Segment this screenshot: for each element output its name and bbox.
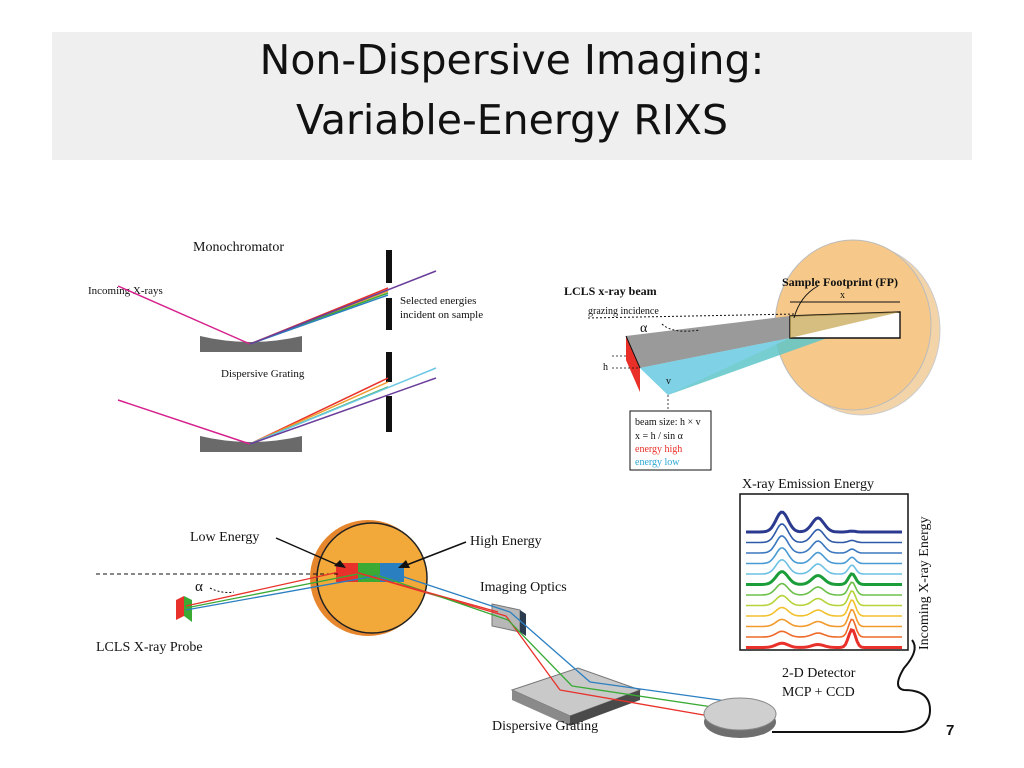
spectrum-trace	[746, 535, 902, 554]
beam-top-face	[626, 316, 790, 368]
ray-cyan-lower	[249, 367, 437, 445]
high-energy-arrow	[403, 541, 467, 567]
lcls-beam-label: LCLS x-ray beam	[564, 284, 657, 298]
probe-front	[176, 596, 184, 620]
dispersive-grating-label: Dispersive Grating	[221, 368, 305, 380]
beam-size-text: beam size: h × v	[635, 417, 701, 428]
slit-upper-bottom	[386, 298, 392, 330]
ray-green-to-optics	[367, 571, 509, 621]
footprint-x-label: x	[840, 290, 845, 301]
footprint-pointer	[793, 285, 819, 319]
alpha-symbol-imaging: α	[195, 579, 203, 595]
spectrum-trace	[746, 523, 902, 544]
low-energy-arrow	[275, 537, 341, 567]
spectrum-trace	[746, 599, 902, 617]
lcls-probe-label: LCLS X-ray Probe	[96, 640, 203, 655]
high-energy-label: High Energy	[470, 534, 542, 549]
ray-blue-to-grating	[509, 611, 591, 683]
alpha-symbol-footprint: α	[640, 321, 648, 336]
monochromator-panel: Monochromator Incoming X-rays Selected e…	[88, 240, 483, 452]
selected-energies-label-1: Selected energies	[400, 295, 476, 307]
spectrum-trace	[746, 559, 902, 575]
ray-in-green	[185, 571, 369, 609]
selected-energies-label-2: incident on sample	[400, 309, 483, 321]
ray-orange-lower	[249, 381, 389, 445]
beam-info-box	[629, 410, 712, 471]
grazing-incidence-label: grazing incidence	[588, 306, 659, 317]
ray-red-to-optics-b	[347, 569, 499, 613]
slit-lower-bottom	[386, 396, 392, 432]
spectra-group	[746, 510, 902, 649]
beam-edge	[625, 335, 641, 369]
ray-green-to-grating	[507, 619, 573, 687]
detector-label-1: 2-D Detector	[782, 666, 856, 681]
spectrum-trace	[746, 547, 902, 565]
beam-incoming-lower	[117, 399, 251, 445]
emission-panel: X-ray Emission Energy Incoming X-ray Ene…	[739, 477, 932, 651]
spectrum-trace	[746, 570, 902, 586]
ray-purple-upper	[249, 270, 437, 345]
slide-number: 7	[946, 722, 955, 739]
ray-blue-to-optics	[391, 572, 511, 613]
ray-in-blue	[185, 572, 393, 611]
incoming-energy-label: Incoming X-ray Energy	[917, 517, 932, 650]
ray-blue-upper	[249, 294, 389, 345]
imaging-grating	[510, 667, 642, 717]
low-energy-arrowhead	[334, 560, 346, 568]
detector-top	[703, 697, 777, 731]
high-energy-arrowhead	[398, 560, 410, 568]
detector-cable	[772, 639, 932, 733]
emission-energy-label: X-ray Emission Energy	[742, 477, 874, 492]
spectrum-trace	[746, 581, 902, 596]
spectrum-trace	[746, 608, 902, 628]
footprint-formula-text: x = h / sin α	[635, 431, 684, 442]
imaging-panel: α LCLS X-ray Probe	[96, 520, 932, 738]
monochromator-label: Monochromator	[193, 240, 284, 255]
footprint-panel: LCLS x-ray beam grazing incidence α Samp…	[564, 239, 941, 471]
low-energy-label: Low Energy	[190, 530, 259, 545]
alpha-arc-footprint	[661, 323, 701, 332]
energy-high-text: energy high	[635, 444, 682, 455]
alpha-arc-imaging	[209, 587, 235, 593]
imaging-grating-side	[570, 690, 640, 726]
beam-front-overlay	[626, 336, 640, 392]
spectrum-trace	[746, 510, 902, 534]
ray-in-red	[185, 569, 349, 607]
detector-label-2: MCP + CCD	[782, 685, 855, 700]
ray-purple-lower	[249, 377, 437, 445]
spectrum-trace	[746, 590, 902, 607]
ray-red-to-grating	[505, 615, 561, 691]
slide-title-line-2: Variable-Energy RIXS	[295, 96, 729, 144]
beam-v-label: v	[666, 376, 671, 387]
incoming-xrays-label: Incoming X-rays	[88, 285, 163, 297]
beam-incoming-upper	[117, 285, 251, 345]
dispersive-grating-bottom-label: Dispersive Grating	[492, 719, 598, 734]
beam-face-light	[640, 338, 790, 395]
imaging-optics-label: Imaging Optics	[480, 580, 567, 595]
slit-lower-top	[386, 352, 392, 382]
title-band	[52, 32, 972, 160]
spectrum-trace	[746, 628, 902, 649]
slit-upper-top	[386, 250, 392, 283]
energy-low-text: energy low	[635, 457, 680, 468]
beam-h-label: h	[603, 362, 608, 373]
slide-title-line-1: Non-Dispersive Imaging:	[259, 36, 765, 84]
footprint-shading	[790, 312, 900, 338]
imaging-grating-front	[512, 690, 570, 726]
sample-footprint-label: Sample Footprint (FP)	[782, 275, 898, 289]
spectrum-trace	[746, 618, 902, 638]
grazing-dotted-line	[587, 313, 797, 319]
footprint-blue	[380, 563, 404, 582]
